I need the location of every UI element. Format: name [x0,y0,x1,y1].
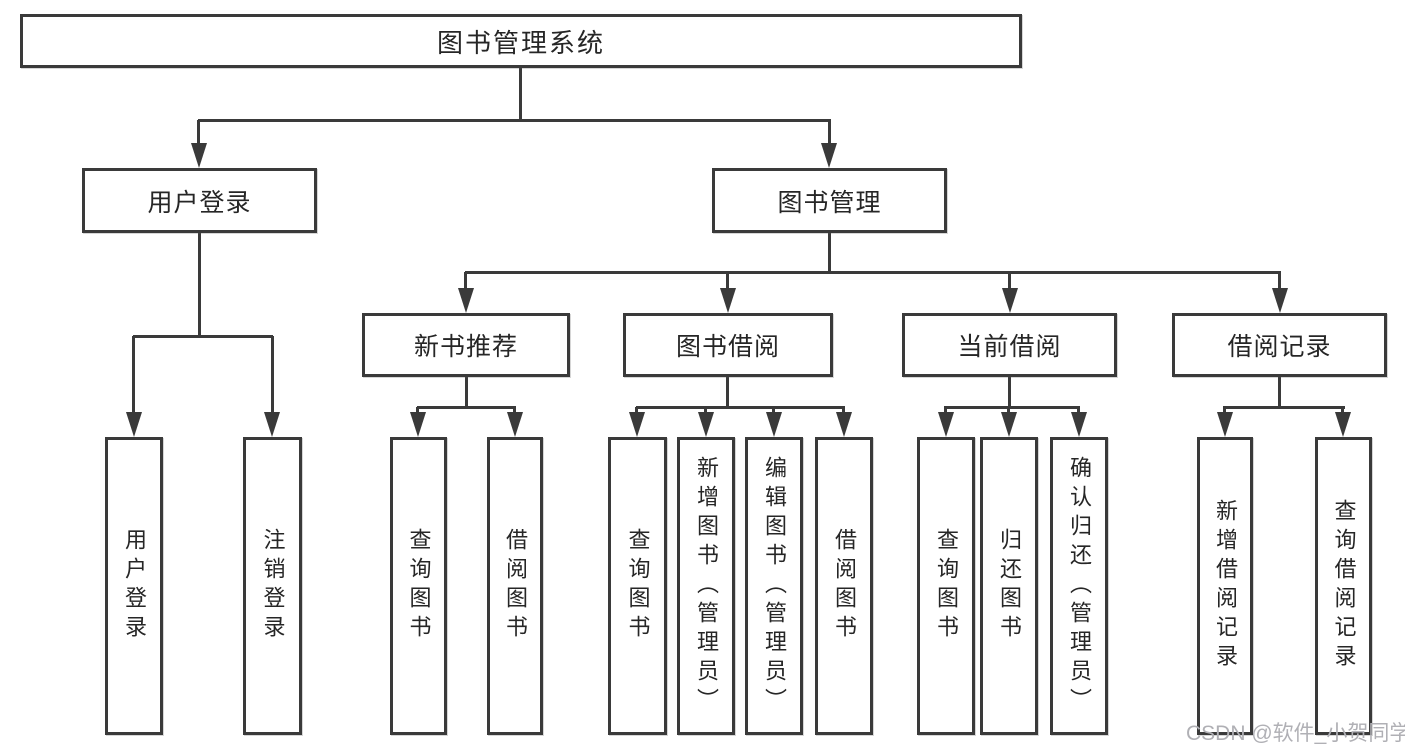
arrow-down-icon [1272,288,1288,313]
node-user-login-label: 用户登录 [147,188,252,217]
arrow-down-icon [410,412,426,437]
leaf-user-login: 用户登录 [105,437,163,735]
leaf-query-borrow-record-label: 查询借阅记录 [1331,499,1357,673]
node-borrow-record-label: 借阅记录 [1227,333,1332,361]
connector-line [464,272,467,290]
leaf-recommend-borrow-book-label: 借阅图书 [503,528,528,644]
connector-line [636,406,845,409]
node-root: 图书管理系统 [20,14,1022,68]
connector-line [828,120,831,146]
leaf-borrow-query-book-label: 查询图书 [625,528,651,644]
arrow-down-icon [821,143,837,168]
node-book-management: 图书管理 [712,168,947,233]
leaf-recommend-query-book-label: 查询图书 [406,528,432,644]
arrow-down-icon [698,412,714,437]
arrow-down-icon [264,412,280,437]
connector-line [726,272,729,290]
connector-line [1223,406,1345,409]
leaf-return-book-label: 归还图书 [997,528,1022,644]
connector-line [132,336,135,414]
leaf-add-borrow-record-label: 新增借阅记录 [1213,499,1238,673]
arrow-down-icon [507,412,523,437]
connector-line [198,233,201,336]
arrow-down-icon [126,412,142,437]
leaf-confirm-return-admin: 确认归还（管理员） [1050,437,1108,735]
leaf-user-login-label: 用户登录 [122,528,147,644]
arrow-down-icon [1002,288,1018,313]
connector-line [198,119,831,122]
connector-line [726,377,729,408]
connector-line [1008,272,1011,290]
connector-line [133,335,273,338]
leaf-add-book-admin-label: 新增图书（管理员） [694,455,719,717]
connector-line [944,406,1080,409]
arrow-down-icon [458,288,474,313]
connector-line [519,68,522,121]
connector-line [1278,272,1281,290]
node-user-login: 用户登录 [82,168,317,233]
leaf-edit-book-admin: 编辑图书（管理员） [745,437,803,735]
node-new-book-recommend-label: 新书推荐 [413,333,518,361]
node-new-book-recommend: 新书推荐 [362,313,570,377]
arrow-down-icon [1071,412,1087,437]
connector-line [465,377,468,408]
leaf-add-book-admin: 新增图书（管理员） [677,437,735,735]
leaf-query-borrow-record: 查询借阅记录 [1315,437,1372,735]
arrow-down-icon [766,412,782,437]
connector-line [197,120,200,146]
connector-line [828,233,831,272]
connector-line [417,406,516,409]
leaf-borrow-query-book: 查询图书 [608,437,667,735]
node-current-borrow: 当前借阅 [902,313,1117,377]
arrow-down-icon [720,288,736,313]
arrow-down-icon [1217,412,1233,437]
leaf-return-book: 归还图书 [980,437,1038,735]
leaf-recommend-query-book: 查询图书 [390,437,447,735]
arrow-down-icon [938,412,954,437]
node-book-borrow-label: 图书借阅 [675,333,780,361]
node-book-borrow: 图书借阅 [623,313,833,377]
connector-line [271,336,274,414]
node-current-borrow-label: 当前借阅 [957,333,1062,361]
arrow-down-icon [629,412,645,437]
leaf-current-query-book: 查询图书 [917,437,975,735]
leaf-recommend-borrow-book: 借阅图书 [487,437,543,735]
leaf-borrow-book-label: 借阅图书 [832,528,857,644]
arrow-down-icon [191,143,207,168]
arrow-down-icon [1001,412,1017,437]
arrow-down-icon [1335,412,1351,437]
leaf-confirm-return-admin-label: 确认归还（管理员） [1067,455,1092,717]
watermark: CSDN @软件_小贺同学 [1186,722,1405,745]
connector-line [465,271,1281,274]
connector-line [1278,377,1281,408]
node-book-management-label: 图书管理 [777,188,882,217]
leaf-edit-book-admin-label: 编辑图书（管理员） [762,455,787,717]
node-root-label: 图书管理系统 [436,27,605,58]
leaf-logout: 注销登录 [243,437,302,735]
arrow-down-icon [836,412,852,437]
leaf-current-query-book-label: 查询图书 [934,528,959,644]
connector-line [1008,377,1011,408]
leaf-borrow-book: 借阅图书 [815,437,873,735]
node-borrow-record: 借阅记录 [1172,313,1387,377]
leaf-logout-label: 注销登录 [260,528,286,644]
leaf-add-borrow-record: 新增借阅记录 [1197,437,1253,735]
